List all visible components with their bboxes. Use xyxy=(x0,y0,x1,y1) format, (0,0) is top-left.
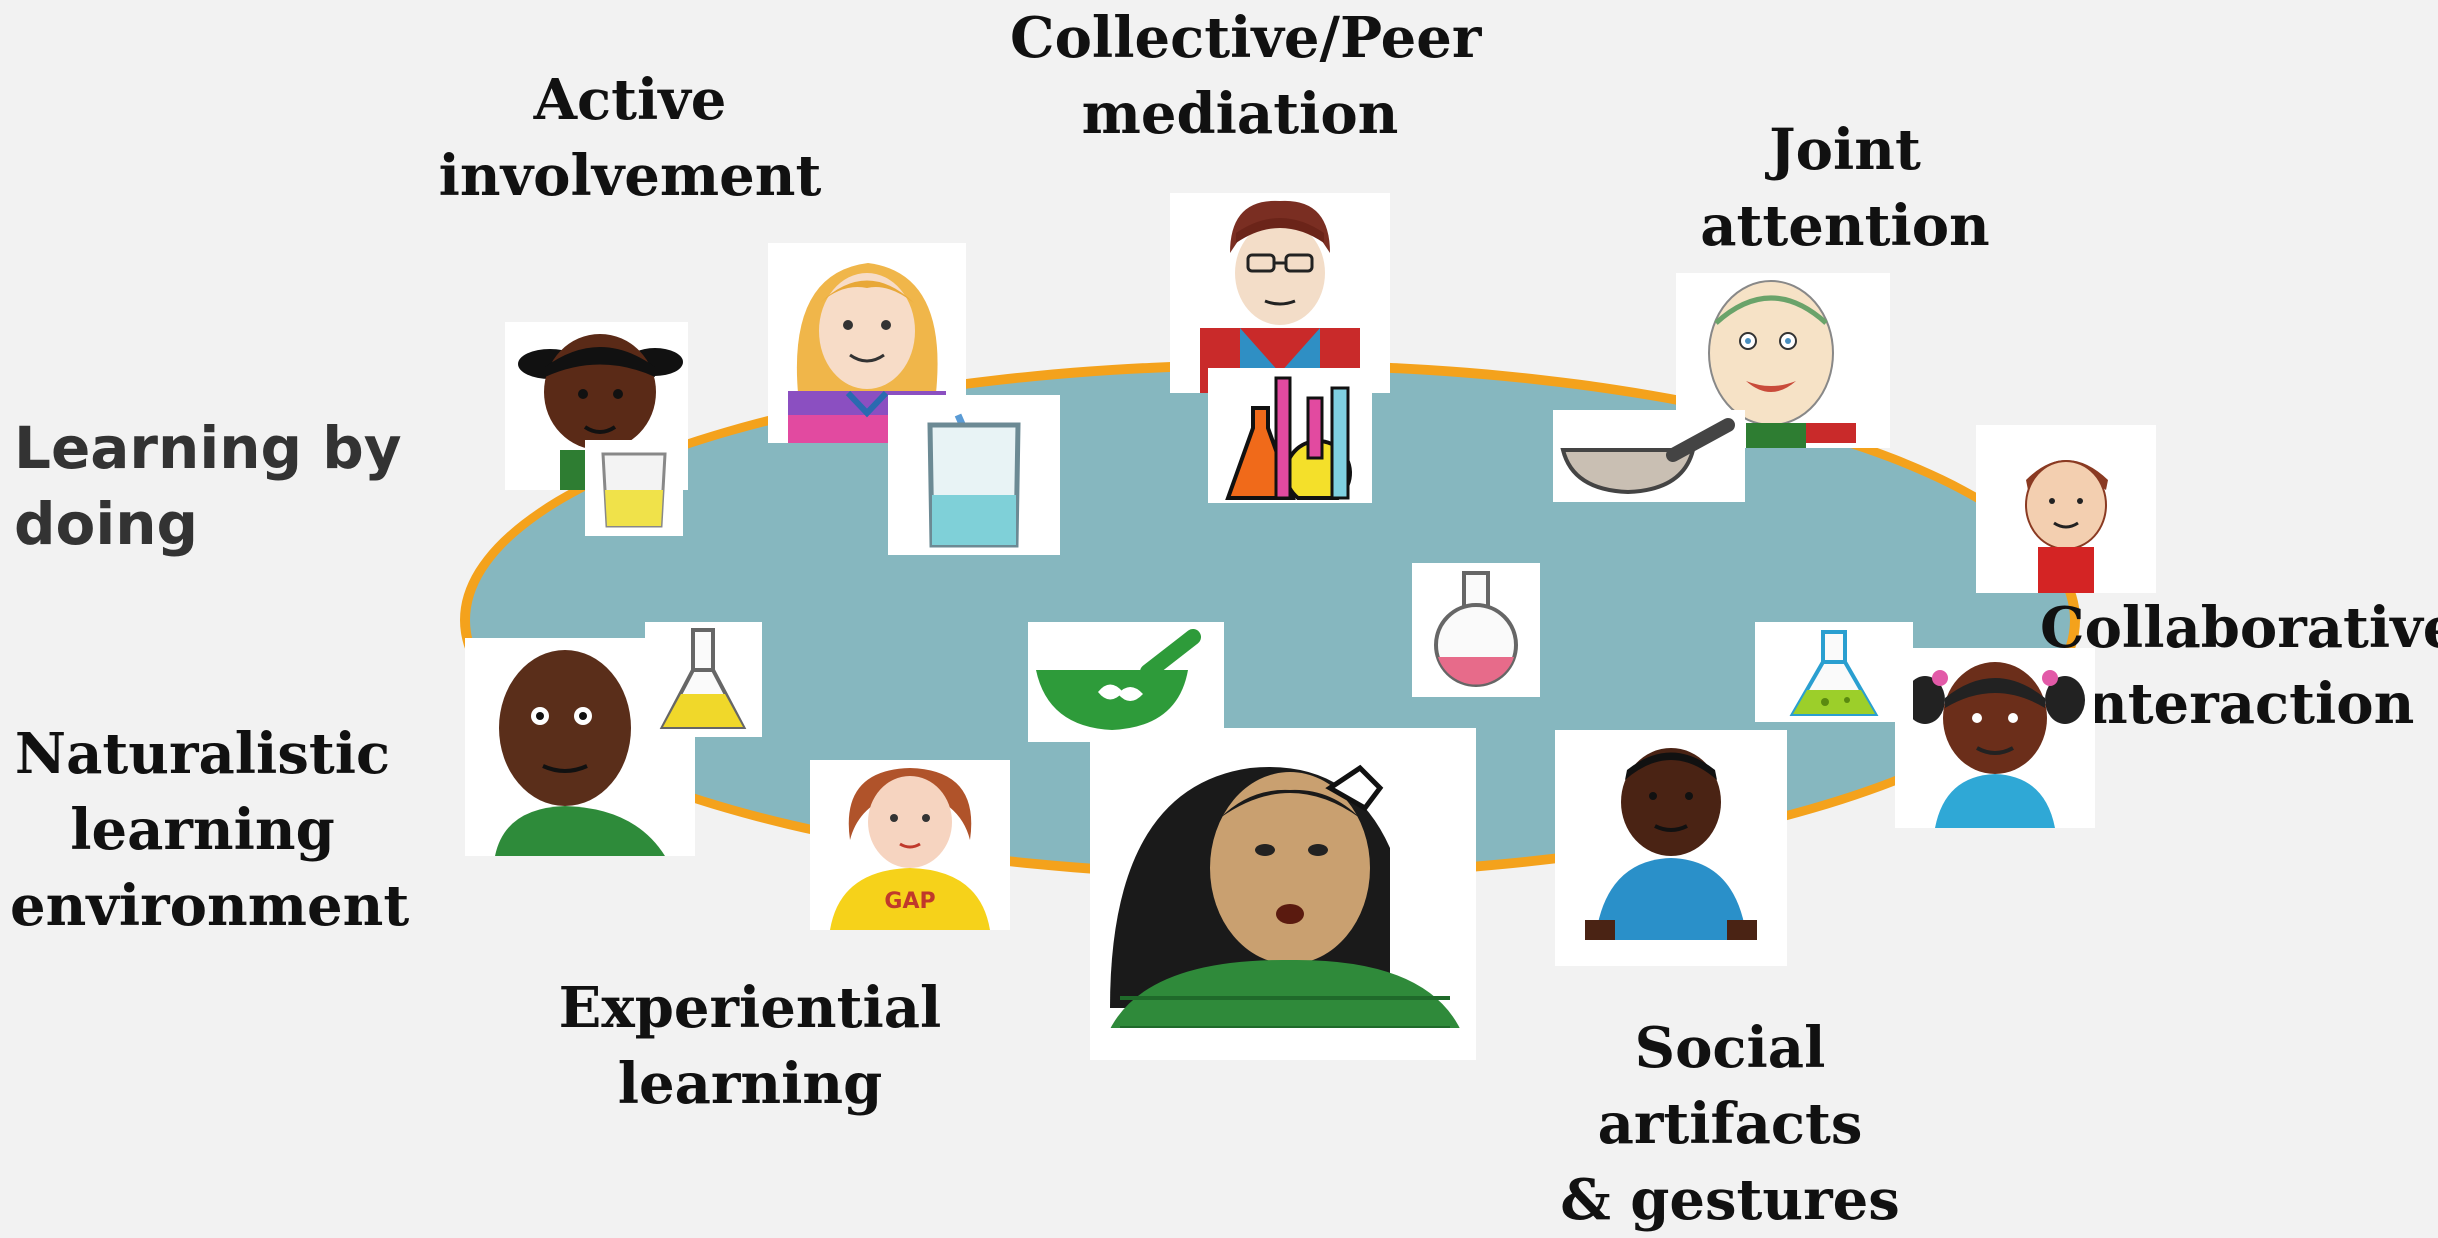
label-experiential-learning: Experiential learning xyxy=(558,975,942,1117)
teacher-drawing-glasses-icon xyxy=(1170,193,1390,393)
learning-diagram: Active involvement Collective/Peer media… xyxy=(10,5,2438,1233)
child-drawing-blue-shirt-icon xyxy=(1555,730,1787,966)
label-naturalistic-learning-environment: Naturalistic learning environment xyxy=(10,721,410,939)
conical-flask-yellow-icon xyxy=(645,622,762,737)
child-drawing-red-shirt-icon xyxy=(1976,425,2156,593)
mortar-pestle-leaf-icon xyxy=(1028,622,1224,742)
beaker-stirring-rod-icon xyxy=(888,395,1060,555)
lab-glassware-icon xyxy=(1208,368,1372,503)
label-learning-by-doing: Learning by doing xyxy=(14,414,402,558)
label-active-involvement: Active involvement xyxy=(438,67,822,209)
beaker-yellow-icon xyxy=(585,440,683,536)
label-social-artifacts-gestures: Social artifacts & gestures xyxy=(1560,1015,1900,1233)
gap-shirt-text: GAP xyxy=(884,889,935,914)
round-flask-pink-icon xyxy=(1412,563,1540,697)
label-collaborative-interaction: Collaborative interaction xyxy=(2040,595,2438,737)
label-joint-attention: Joint attention xyxy=(1700,117,1990,259)
child-drawing-gap-shirt-icon: GAP xyxy=(810,760,1010,930)
conical-flask-green-icon xyxy=(1755,622,1913,722)
label-collective-peer-mediation: Collective/Peer mediation xyxy=(1010,5,1482,147)
child-drawing-pink-pigtails-icon xyxy=(1895,648,2095,828)
teacher-drawing-long-hair-icon xyxy=(1090,728,1476,1060)
mortar-bowl-icon xyxy=(1553,410,1745,502)
